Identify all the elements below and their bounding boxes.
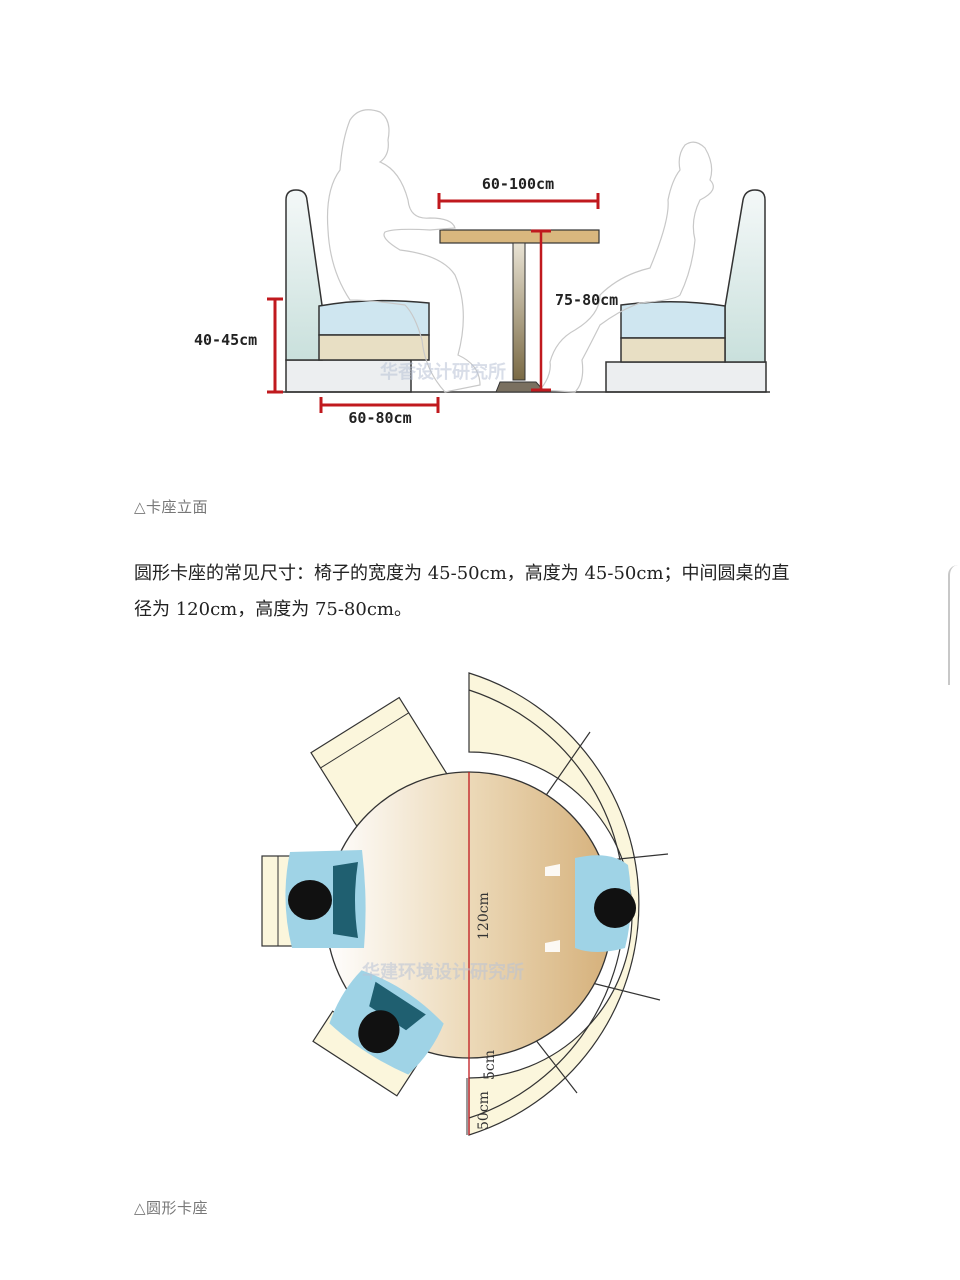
left-seat-base <box>318 334 430 361</box>
figure2-caption: △圆形卡座 <box>134 1199 209 1217</box>
person-left-head <box>288 880 332 920</box>
left-booth-backrest <box>285 189 323 361</box>
dimension-table-height: 75-80cm <box>531 229 618 392</box>
round-booth-plan-figure: 120cm 5cm 50cm 华建环境设计研究所 <box>240 660 720 1150</box>
description-line-2: 径为 120cm，高度为 75-80cm。 <box>134 599 412 620</box>
round-booth-plan-diagram: 120cm 5cm 50cm 华建环境设计研究所 <box>261 672 669 1136</box>
table-leg <box>512 242 526 381</box>
booth-elevation-diagram: 华香设计研究所 60-100cm 75-80cm 40-45cm 60- <box>194 109 770 427</box>
dimension-seat-depth: 50cm <box>466 1078 492 1135</box>
left-booth-base <box>285 359 412 393</box>
seated-person-left-outline <box>326 109 481 393</box>
dimension-seat-height: 40-45cm <box>194 297 283 394</box>
watermark-text: 华建环境设计研究所 <box>362 961 524 983</box>
right-seat-cushion <box>620 300 726 339</box>
figure1-caption: △卡座立面 <box>134 498 209 516</box>
svg-text:120cm: 120cm <box>476 892 492 940</box>
chair-bottom-left <box>312 970 444 1097</box>
booth-elevation-figure: 华香设计研究所 60-100cm 75-80cm 40-45cm 60- <box>180 100 780 440</box>
left-seat-cushion <box>318 299 430 336</box>
dimension-seat-depth: 60-80cm <box>319 397 440 427</box>
person-right-head <box>594 888 636 928</box>
scrollbar-edge[interactable] <box>948 565 960 685</box>
dimension-table-width: 60-100cm <box>437 175 600 209</box>
right-seat-base <box>620 337 726 363</box>
round-booth-description: 圆形卡座的常见尺寸：椅子的宽度为 45-50cm，高度为 45-50cm；中间圆… <box>134 556 854 628</box>
table-top <box>439 229 600 244</box>
person-left-arms <box>333 862 358 938</box>
svg-text:60-80cm: 60-80cm <box>348 409 411 427</box>
right-booth-backrest <box>724 189 766 363</box>
description-line-1: 圆形卡座的常见尺寸：椅子的宽度为 45-50cm，高度为 45-50cm；中间圆… <box>134 563 790 584</box>
watermark-text: 华香设计研究所 <box>380 361 506 383</box>
svg-text:5cm: 5cm <box>482 1050 498 1080</box>
svg-text:40-45cm: 40-45cm <box>194 331 257 349</box>
right-booth-base <box>605 361 767 393</box>
seated-person-right-outline <box>538 141 714 393</box>
dimension-gap: 5cm <box>468 1050 498 1080</box>
svg-text:60-100cm: 60-100cm <box>482 175 554 193</box>
svg-text:50cm: 50cm <box>476 1091 492 1130</box>
dimension-table-diameter: 120cm <box>468 772 492 1058</box>
svg-text:75-80cm: 75-80cm <box>555 291 618 309</box>
